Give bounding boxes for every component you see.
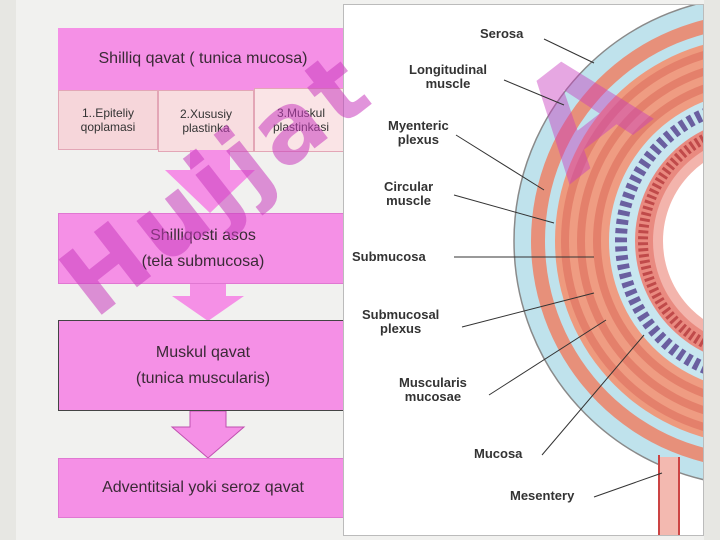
mucosa-title: Shilliq qavat ( tunica mucosa) [98,50,308,67]
mucosa-part-2-line2: plastinka [182,121,230,135]
label-mesentery: Mesentery [510,488,575,503]
arrow-down-2 [172,284,244,321]
intestine-cross-section-image: A [453,5,703,535]
muscular-line2: (tunica muscularis) [135,369,271,387]
serosa-box: Adventitsial yoki seroz qavat [58,458,348,518]
arrow-down-3 [170,411,246,459]
serosa-label: Adventitsial yoki seroz qavat [102,479,304,496]
submucosa-line1: Shilliqosti asos [150,226,256,244]
mucosa-part-3-line2: plastinkasi [272,120,330,134]
label-submucosa: Submucosa [352,249,426,264]
muscular-line1: Muskul qavat [155,343,251,361]
mucosa-box: Shilliq qavat ( tunica mucosa) [58,28,348,90]
submucosa-line2: (tela submucosa) [141,252,265,270]
mucosa-part-2-line1: 2.Xususiy [179,107,233,121]
label-mucosa: Mucosa [474,446,523,461]
label-serosa: Serosa [480,26,524,41]
mucosa-part-1-line2: qoplamasi [80,120,136,134]
left-margin-rail [0,0,16,540]
arrow-down-1 [165,150,255,213]
muscular-box: Muskul qavat (tunica muscularis) [58,320,348,411]
submucosa-box: Shilliqosti asos (tela submucosa) [58,213,348,284]
right-margin-rail [704,0,720,540]
mucosa-part-1-line1: 1..Epiteliy [81,106,134,120]
mucosa-part-3-line1: 3.Muskul [276,106,326,120]
